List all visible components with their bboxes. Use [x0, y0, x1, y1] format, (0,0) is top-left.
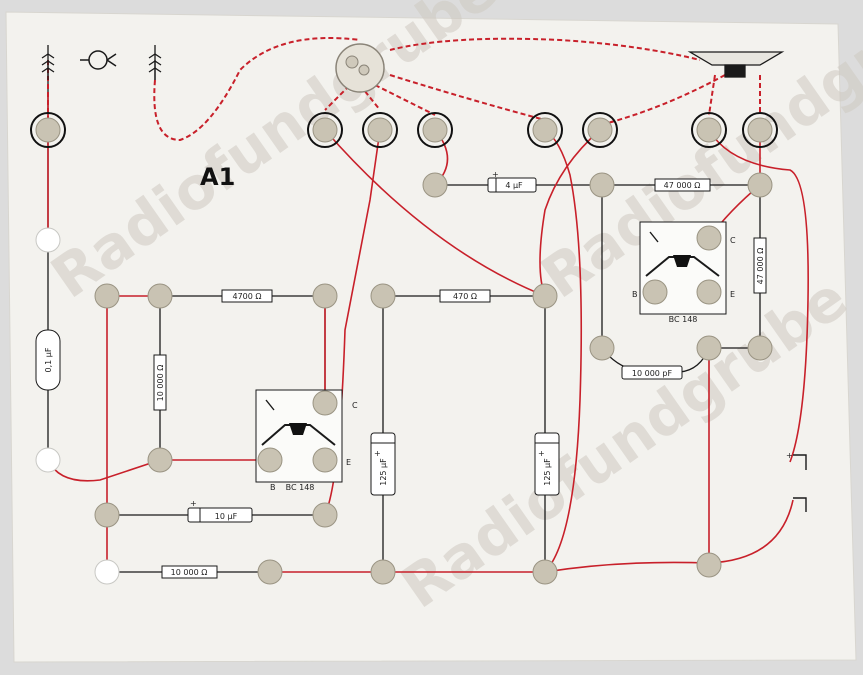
resistor-10000-vertical: 10 000 Ω	[153, 354, 167, 411]
svg-text:+: +	[786, 451, 793, 460]
antenna-icon	[41, 45, 55, 80]
potentiometer-icon	[335, 43, 385, 93]
svg-text:4 µF: 4 µF	[505, 181, 523, 190]
capacitor-125uf-right: + 125 µF	[534, 432, 560, 496]
speaker-icon	[687, 51, 785, 78]
svg-text:E: E	[346, 458, 351, 467]
svg-text:BC 148: BC 148	[669, 315, 698, 324]
svg-text:+: +	[190, 499, 197, 508]
resistor-10000-bottom: 10 000 Ω	[161, 565, 218, 579]
svg-text:10 000 pF: 10 000 pF	[632, 369, 673, 378]
svg-text:+: +	[492, 170, 499, 179]
board-title: A1	[200, 163, 235, 191]
svg-text:10 000 Ω: 10 000 Ω	[156, 365, 165, 402]
capacitor-10000pf: 10 000 pF	[621, 365, 683, 380]
capacitor-10uf: + 10 µF	[187, 499, 253, 523]
ground-icon	[148, 45, 162, 80]
svg-text:+: +	[538, 449, 545, 458]
svg-text:47 000 Ω: 47 000 Ω	[664, 181, 701, 190]
earphone-icon	[80, 50, 117, 70]
svg-text:470 Ω: 470 Ω	[453, 292, 477, 301]
resistor-47000-vertical: 47 000 Ω	[753, 237, 767, 294]
terminals	[30, 112, 778, 585]
resistor-470: 470 Ω	[439, 289, 491, 303]
resistor-4700: 4700 Ω	[221, 289, 273, 303]
svg-text:10 000 Ω: 10 000 Ω	[171, 568, 208, 577]
capacitors: + 4 µF 0,1 µF + 10 µF + 125 µF + 125 µF	[35, 170, 683, 523]
svg-text:4700 Ω: 4700 Ω	[232, 292, 261, 301]
svg-text:0,1 µF: 0,1 µF	[44, 347, 53, 372]
svg-text:BC 148: BC 148	[286, 483, 315, 492]
svg-text:+: +	[374, 449, 381, 458]
board-panel	[5, 11, 857, 663]
svg-text:B: B	[632, 290, 638, 299]
svg-text:E: E	[730, 290, 735, 299]
resistor-47000-top: 47 000 Ω	[654, 178, 711, 192]
svg-text:10 µF: 10 µF	[215, 512, 238, 521]
battery-clip-icon: +	[786, 451, 807, 512]
capacitor-4uf: + 4 µF	[487, 170, 537, 193]
svg-text:B: B	[270, 483, 276, 492]
resistors: 4700 Ω 470 Ω 47 000 Ω 10 000 Ω 10 000 Ω …	[153, 178, 767, 579]
capacitor-125uf-left: + 125 µF	[370, 432, 396, 496]
svg-text:C: C	[730, 236, 736, 245]
svg-text:C: C	[352, 401, 358, 410]
svg-text:47 000 Ω: 47 000 Ω	[756, 248, 765, 285]
svg-text:125 µF: 125 µF	[379, 458, 388, 486]
capacitor-0-1uf: 0,1 µF	[35, 329, 61, 391]
svg-text:125 µF: 125 µF	[543, 458, 552, 486]
